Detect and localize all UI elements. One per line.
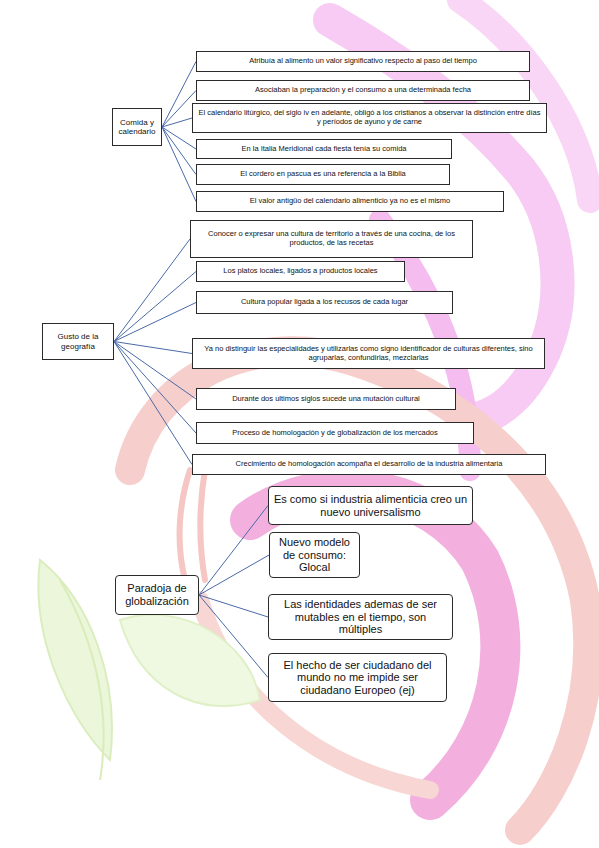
branch-line: [114, 239, 190, 342]
subtopic-box: Es como si industria alimenticia creo un…: [268, 486, 473, 525]
box-text: Paradoja de globalización: [119, 582, 195, 607]
box-text: Las identidades ademas de ser mutables e…: [272, 598, 449, 636]
branch-line: [162, 118, 192, 127]
box-text: Comida y calendario: [116, 118, 158, 136]
box-text: Cultura popular ligada a los recusos de …: [241, 298, 408, 307]
box-text: Durante dos ultimos siglos sucede una mu…: [232, 395, 420, 404]
subtopic-box: Las identidades ademas de ser mutables e…: [268, 594, 453, 640]
subtopic-box: Conocer o expresar una cultura de territ…: [190, 220, 473, 258]
branch-line: [114, 303, 196, 342]
branch-line: [162, 127, 196, 202]
subtopic-box: Atribuía al alimento un valor significat…: [196, 51, 530, 72]
root-topic-box: Gusto de la geografía: [42, 323, 114, 360]
subtopic-box: El calendario litúrgico, del siglo iv en…: [192, 103, 547, 133]
box-text: Asociaban la preparación y el consumo a …: [255, 86, 471, 95]
box-text: Es como si industria alimenticia creo un…: [272, 493, 469, 518]
branch-line: [114, 272, 196, 342]
branch-line: [162, 127, 196, 175]
subtopic-box: Durante dos ultimos siglos sucede una mu…: [196, 388, 456, 410]
root-topic-box: Paradoja de globalización: [115, 575, 199, 615]
box-text: El valor antigüo del calendario alimenti…: [250, 197, 451, 206]
branch-line: [199, 595, 268, 617]
box-text: En la Italia Meridional cada fiesta tení…: [241, 145, 406, 154]
subtopic-box: Ya no distinguir las especialidades y ut…: [192, 338, 545, 369]
box-text: El hecho de ser ciudadano del mundo no m…: [272, 659, 443, 697]
box-text: Los platos locales, ligados a productos …: [223, 267, 377, 276]
branch-line: [114, 342, 196, 434]
branch-line: [114, 342, 196, 400]
subtopic-box: Proceso de homologación y de globalizaci…: [196, 422, 474, 444]
branch-line: [162, 62, 196, 128]
subtopic-box: En la Italia Meridional cada fiesta tení…: [196, 139, 452, 159]
branch-line: [199, 555, 269, 595]
box-text: Atribuía al alimento un valor significat…: [249, 57, 477, 66]
box-text: Gusto de la geografía: [46, 332, 110, 350]
box-text: Nuevo modelo de consumo: Glocal: [273, 536, 356, 574]
branch-line: [162, 91, 196, 128]
subtopic-box: Crecimiento de homologación acompaña el …: [192, 454, 546, 475]
subtopic-box: El cordero en pascua es una referencia a…: [196, 164, 450, 185]
box-text: El cordero en pascua es una referencia a…: [240, 170, 406, 179]
branch-line: [199, 595, 268, 678]
subtopic-box: Cultura popular ligada a los recusos de …: [196, 291, 453, 314]
box-text: Ya no distinguir las especialidades y ut…: [196, 345, 541, 362]
subtopic-box: El hecho de ser ciudadano del mundo no m…: [268, 653, 447, 702]
subtopic-box: Los platos locales, ligados a productos …: [196, 261, 405, 282]
branch-line: [114, 342, 192, 465]
box-text: Proceso de homologación y de globalizaci…: [232, 429, 438, 438]
subtopic-box: El valor antigüo del calendario alimenti…: [196, 191, 504, 212]
subtopic-box: Asociaban la preparación y el consumo a …: [196, 80, 530, 101]
box-text: Conocer o expresar una cultura de territ…: [194, 230, 469, 247]
box-text: Crecimiento de homologación acompaña el …: [236, 460, 503, 469]
branch-line: [199, 506, 268, 596]
branch-line: [114, 342, 192, 354]
box-text: El calendario litúrgico, del siglo iv en…: [196, 109, 543, 126]
root-topic-box: Comida y calendario: [112, 108, 162, 146]
subtopic-box: Nuevo modelo de consumo: Glocal: [269, 532, 360, 578]
